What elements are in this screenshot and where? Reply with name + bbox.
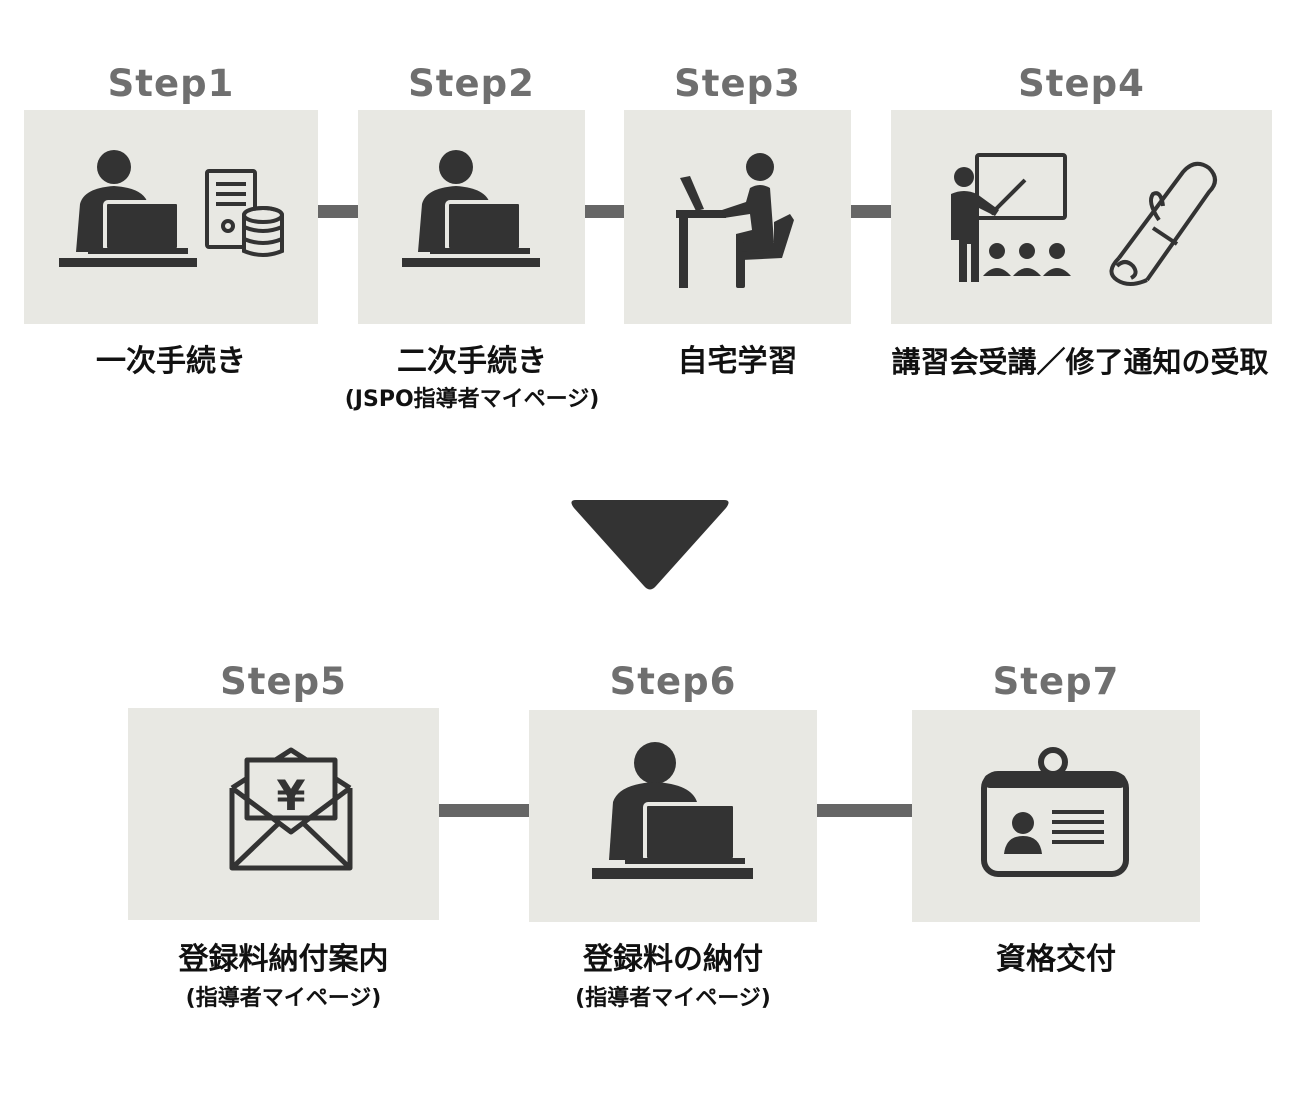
step3-title: 自宅学習 bbox=[677, 344, 798, 379]
step2-title: 二次手続き bbox=[397, 344, 547, 379]
person-studying-at-desk-icon bbox=[676, 153, 794, 288]
step7-label: Step7 bbox=[992, 660, 1120, 703]
person-laptop-server-database-icon bbox=[59, 150, 284, 267]
step1-title: 一次手続き bbox=[96, 344, 246, 379]
step5-box: ¥ bbox=[128, 708, 439, 920]
step6-box bbox=[529, 710, 817, 922]
connector-1-2 bbox=[318, 205, 358, 218]
connector-3-4 bbox=[851, 205, 891, 218]
connector-6-7 bbox=[817, 804, 912, 817]
step3-label: Step3 bbox=[674, 62, 801, 105]
step2-label: Step2 bbox=[408, 62, 535, 105]
step3-box bbox=[624, 110, 851, 324]
connector-5-6 bbox=[439, 804, 529, 817]
step5-title: 登録料納付案内 bbox=[178, 942, 389, 977]
lecture-and-diploma-icon bbox=[951, 153, 1217, 286]
step6-title: 登録料の納付 bbox=[583, 942, 763, 977]
step4-label: Step4 bbox=[1018, 62, 1145, 105]
step6-label: Step6 bbox=[609, 660, 737, 703]
step1-label: Step1 bbox=[107, 62, 235, 105]
step4-title: 講習会受講／修了通知の受取 bbox=[891, 345, 1269, 379]
step5-subtitle: (指導者マイページ) bbox=[185, 986, 382, 1011]
id-card-icon bbox=[981, 747, 1129, 877]
down-triangle-arrow-icon bbox=[571, 500, 729, 590]
yen-envelope-icon: ¥ bbox=[229, 747, 353, 871]
connector-2-3 bbox=[585, 205, 624, 218]
step6-subtitle: (指導者マイページ) bbox=[575, 986, 771, 1011]
person-laptop-icon bbox=[592, 742, 753, 879]
step7-title: 資格交付 bbox=[996, 942, 1116, 977]
svg-text:¥: ¥ bbox=[276, 771, 305, 820]
step7-box bbox=[912, 710, 1200, 922]
step5-label: Step5 bbox=[220, 660, 347, 703]
person-laptop-icon bbox=[402, 150, 540, 267]
step2-box bbox=[358, 110, 585, 324]
step4-box bbox=[891, 110, 1272, 324]
step1-box bbox=[24, 110, 318, 324]
step2-subtitle: (JSPO指導者マイページ) bbox=[344, 387, 600, 412]
